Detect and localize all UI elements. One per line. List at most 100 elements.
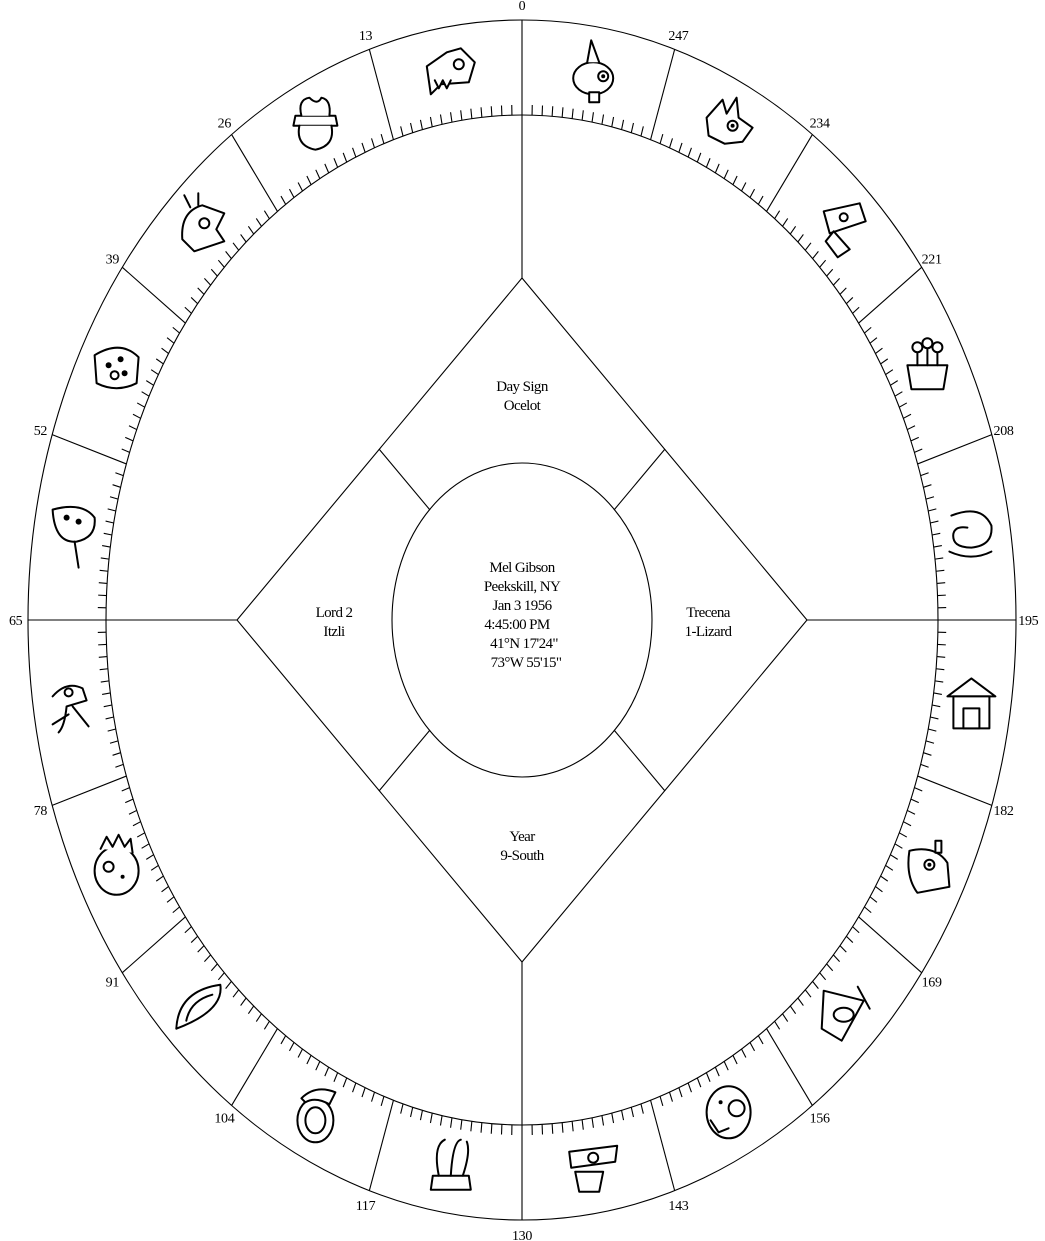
tick-mark: [886, 370, 893, 375]
tick-mark: [930, 717, 938, 719]
tick-mark: [129, 426, 137, 430]
tick-mark: [125, 437, 133, 441]
dog-glyph: [176, 985, 220, 1029]
tick-mark: [612, 117, 614, 127]
birth-place: Peekskill, NY: [484, 579, 561, 595]
tick-mark: [491, 106, 492, 116]
segment-divider: [232, 1029, 278, 1106]
segment-divider: [859, 917, 922, 973]
latitude: 41°N 17'24": [490, 636, 558, 652]
tick-mark: [316, 170, 320, 179]
tick-mark: [173, 327, 180, 333]
person-name: Mel Gibson: [489, 560, 555, 576]
boundary-number: 78: [34, 804, 48, 819]
tick-mark: [790, 226, 795, 234]
tick-mark: [911, 437, 919, 441]
tick-mark: [864, 327, 871, 333]
tick-mark: [167, 338, 174, 344]
tick-mark: [440, 1116, 442, 1126]
tick-mark: [899, 403, 907, 407]
tick-mark: [325, 1067, 329, 1076]
tick-mark: [622, 120, 624, 130]
tick-mark: [932, 705, 940, 707]
tick-mark: [775, 211, 780, 219]
tick-mark: [146, 381, 153, 386]
tick-mark: [343, 153, 347, 162]
tick-mark: [552, 106, 553, 116]
tick-mark: [241, 234, 247, 242]
tick-mark: [102, 693, 110, 694]
tick-mark: [101, 681, 109, 682]
tick-mark: [790, 1006, 795, 1014]
tick-mark: [353, 1083, 356, 1092]
tick-mark: [670, 138, 673, 147]
tick-mark: [461, 1120, 462, 1130]
tick-mark: [381, 134, 384, 144]
tick-mark: [805, 990, 811, 997]
tick-mark: [233, 990, 239, 997]
tick-mark: [133, 822, 141, 826]
segment-divider: [918, 435, 992, 464]
tick-mark: [853, 927, 860, 933]
tick-mark: [670, 1092, 673, 1101]
tick-mark: [334, 1073, 338, 1082]
tick-mark: [281, 196, 286, 204]
trecena-label: Trecena: [686, 605, 731, 621]
tick-mark: [895, 844, 902, 848]
tick-mark: [582, 1120, 583, 1130]
boundary-number: 143: [668, 1199, 688, 1214]
tick-mark: [914, 788, 922, 791]
tick-mark: [907, 810, 915, 814]
tick-mark: [264, 211, 269, 219]
flint-knife-glyph: [824, 203, 866, 257]
tick-mark: [125, 799, 133, 803]
tick-mark: [325, 164, 329, 173]
tick-mark: [334, 158, 338, 167]
tick-mark: [411, 123, 413, 133]
tick-mark: [211, 269, 217, 276]
tick-mark: [870, 338, 877, 344]
tick-mark: [298, 182, 302, 191]
tick-mark: [430, 1113, 432, 1123]
tick-mark: [697, 1078, 701, 1087]
tick-mark: [750, 189, 755, 197]
birth-date: Jan 3 1956: [493, 598, 553, 614]
tick-mark: [451, 1118, 452, 1128]
tick-mark: [146, 855, 153, 860]
tick-mark: [926, 741, 934, 743]
tick-mark: [937, 657, 945, 658]
tick-mark: [353, 148, 356, 157]
tick-mark: [162, 348, 169, 353]
tick-mark: [631, 123, 633, 133]
tick-mark: [641, 1104, 643, 1114]
boundary-number: 91: [106, 975, 120, 990]
tick-mark: [104, 705, 112, 707]
tick-mark: [840, 946, 846, 953]
tick-mark: [936, 669, 944, 670]
boundary-number: 65: [9, 614, 23, 629]
longitude: 73°W 55'15": [491, 655, 562, 671]
tick-mark: [934, 693, 942, 694]
boundary-number: 169: [922, 975, 942, 990]
tick-mark: [142, 844, 149, 848]
year-value: 9-South: [500, 848, 544, 864]
tick-mark: [715, 164, 719, 173]
tick-mark: [820, 260, 826, 267]
tick-mark: [101, 558, 109, 559]
boundary-number: 221: [922, 253, 942, 268]
tick-mark: [115, 473, 123, 476]
tick-mark: [688, 1083, 691, 1092]
tick-mark: [660, 1096, 663, 1106]
tick-mark: [481, 1123, 482, 1133]
tick-mark: [631, 1107, 633, 1117]
reed-glyph: [53, 507, 95, 568]
segment-divider: [918, 776, 992, 805]
tick-mark: [491, 1124, 492, 1134]
tick-mark: [162, 886, 169, 891]
tick-mark: [932, 533, 940, 535]
tick-mark: [100, 570, 108, 571]
tick-mark: [741, 182, 745, 191]
tick-mark: [110, 497, 118, 499]
tick-mark: [937, 583, 945, 584]
